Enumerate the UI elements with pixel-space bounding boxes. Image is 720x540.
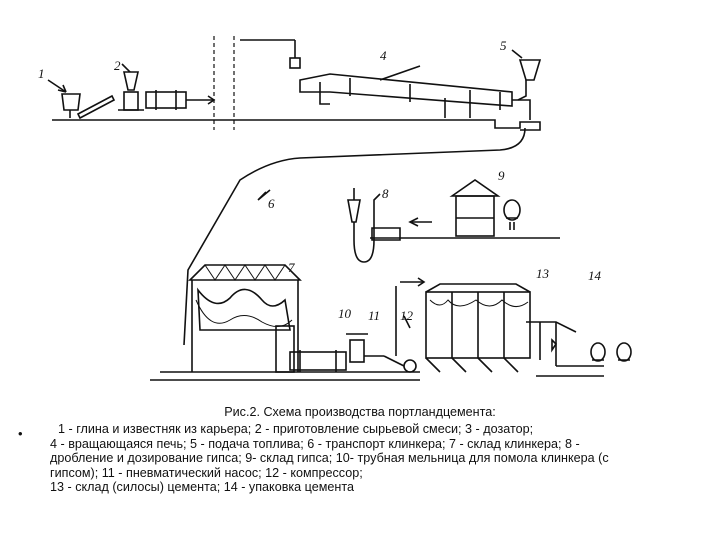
mixer-hopper xyxy=(124,72,138,90)
label-7: 7 xyxy=(288,260,295,275)
label-11: 11 xyxy=(368,308,380,323)
compressor xyxy=(404,360,416,372)
label-4: 4 xyxy=(380,48,387,63)
raw-mill xyxy=(146,92,186,108)
dashed-separator xyxy=(214,36,234,130)
caption-line-4: гипсом); 11 - пневматический насос; 12 -… xyxy=(0,466,720,481)
gypsum-store xyxy=(456,196,494,236)
inclined-conveyor xyxy=(78,96,114,118)
label-5: 5 xyxy=(500,38,507,53)
label-14: 14 xyxy=(588,268,602,283)
clinker-cooler xyxy=(512,100,530,120)
caption-line-3: дробление и дозирование гипса; 9- склад … xyxy=(0,451,720,466)
caption-line-2: 4 - вращающаяся печь; 5 - подача топлива… xyxy=(0,437,720,452)
cement-production-scheme: 1 2 4 5 6 7 8 9 10 11 12 13 14 xyxy=(0,0,720,400)
label-2: 2 xyxy=(114,58,121,73)
pneumatic-pump xyxy=(350,340,364,362)
diagram-labels: 1 2 4 5 6 7 8 9 10 11 12 13 14 xyxy=(38,38,602,323)
caption-line-1: 1 - глина и известняк из карьера; 2 - пр… xyxy=(0,422,720,437)
caption-line-5: 13 - склад (силосы) цемента; 14 - упаков… xyxy=(0,480,720,495)
clay-bin xyxy=(62,94,80,110)
packing-shed xyxy=(526,322,576,332)
figure-caption: Рис.2. Схема производства портландцемент… xyxy=(0,404,720,420)
label-12: 12 xyxy=(400,308,414,323)
rotary-kiln xyxy=(300,74,512,106)
caption-body: 1 - глина и известняк из карьера; 2 - пр… xyxy=(0,422,720,495)
upper-floor-line xyxy=(52,120,540,130)
label-1: 1 xyxy=(38,66,45,81)
gypsum-crusher xyxy=(348,200,360,222)
dosing-feeder xyxy=(290,58,300,68)
label-10: 10 xyxy=(338,306,352,321)
fuel-burner xyxy=(520,60,540,80)
label-6: 6 xyxy=(268,196,275,211)
label-9: 9 xyxy=(498,168,505,183)
caption-title: Рис.2. Схема производства портландцемент… xyxy=(0,404,720,420)
label-8: 8 xyxy=(382,186,389,201)
label-13: 13 xyxy=(536,266,550,281)
